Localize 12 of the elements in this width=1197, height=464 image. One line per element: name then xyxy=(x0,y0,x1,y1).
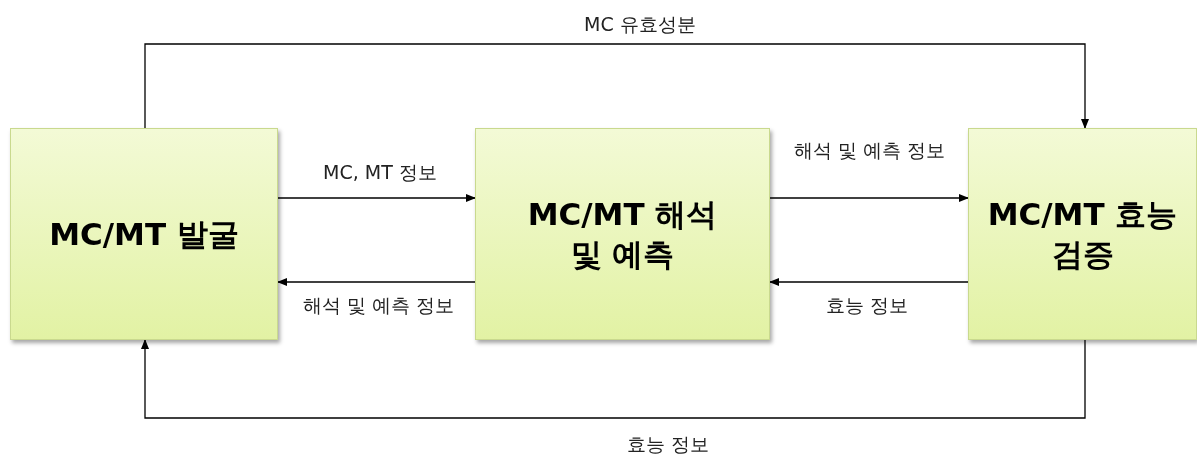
arrow xyxy=(769,194,969,202)
arrow xyxy=(277,278,476,286)
process-box xyxy=(475,128,770,340)
arrow xyxy=(277,194,476,202)
arrow xyxy=(141,339,1086,419)
process-box xyxy=(10,128,278,340)
box-title: MC/MT 발굴 xyxy=(49,215,239,254)
arrow xyxy=(144,43,1089,129)
process-box xyxy=(968,128,1197,340)
box-title: MC/MT 해석 및 예측 xyxy=(526,195,719,274)
arrow xyxy=(769,278,969,286)
box-title: MC/MT 효능 검증 xyxy=(986,195,1179,274)
